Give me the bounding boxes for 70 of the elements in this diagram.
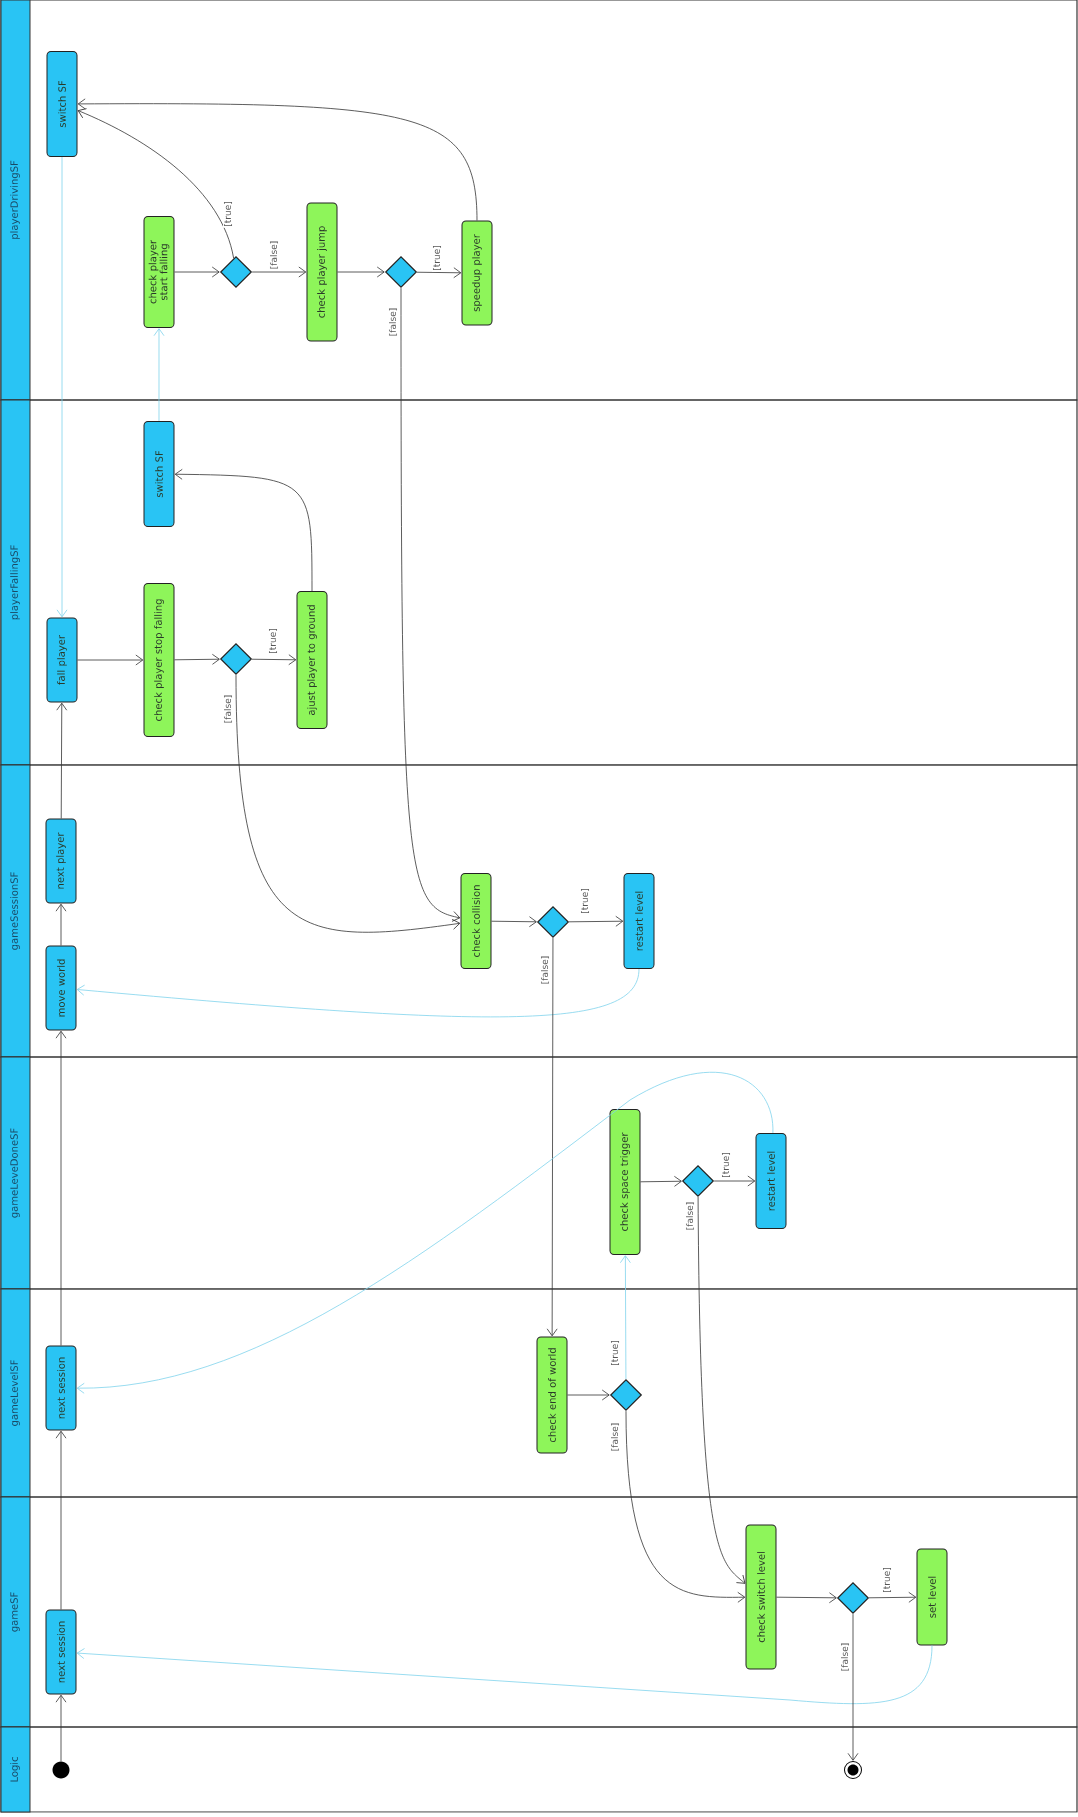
edge-label: [true] bbox=[580, 887, 590, 915]
action-box: check space trigger bbox=[609, 1109, 641, 1255]
arrow bbox=[416, 267, 462, 279]
action-box: fall player bbox=[46, 617, 78, 703]
edge-label: [false] bbox=[540, 954, 550, 986]
edge-label: [false] bbox=[269, 239, 279, 271]
action-box: switch SF bbox=[46, 51, 78, 157]
arrow bbox=[697, 1196, 746, 1584]
action-box: next player bbox=[45, 818, 77, 904]
swimlane: Logic bbox=[0, 1726, 1078, 1813]
edge-label: [false] bbox=[388, 306, 398, 338]
edge-label: [true] bbox=[721, 1151, 731, 1179]
edge-label: [false] bbox=[685, 1200, 695, 1232]
arrow bbox=[251, 266, 307, 278]
arrow bbox=[337, 266, 385, 278]
arrow bbox=[174, 653, 220, 665]
arrow bbox=[55, 1030, 67, 1346]
arrow bbox=[55, 1430, 67, 1610]
arrow bbox=[640, 1175, 682, 1187]
action-box: check player stop falling bbox=[143, 583, 175, 737]
action-box: check end of world bbox=[536, 1336, 568, 1454]
arrow bbox=[77, 98, 478, 221]
arrow bbox=[77, 654, 144, 666]
action-box: switch SF bbox=[143, 421, 175, 527]
action-box: move world bbox=[45, 945, 77, 1031]
arrow bbox=[76, 1071, 774, 1394]
edge-label: [true] bbox=[223, 200, 233, 228]
arrow bbox=[55, 903, 67, 946]
action-box: restart level bbox=[623, 873, 655, 969]
edge-label: [true] bbox=[610, 1339, 620, 1367]
initial-node bbox=[52, 1761, 70, 1779]
arrow bbox=[174, 266, 220, 278]
action-box: next session bbox=[45, 1345, 77, 1431]
edge-label: [false] bbox=[840, 1641, 850, 1673]
arrow bbox=[546, 937, 558, 1337]
edge-label: [false] bbox=[610, 1421, 620, 1453]
arrow bbox=[568, 915, 624, 927]
action-box: check switch level bbox=[745, 1524, 777, 1670]
final-node bbox=[844, 1761, 862, 1779]
arrow bbox=[153, 328, 165, 422]
edge-label: [true] bbox=[432, 244, 442, 272]
action-box: check player jump bbox=[306, 202, 338, 342]
arrow bbox=[76, 968, 640, 1018]
arrow bbox=[56, 156, 68, 618]
arrow bbox=[625, 1410, 746, 1603]
arrow bbox=[174, 468, 313, 592]
arrow bbox=[567, 1389, 610, 1401]
action-box: set level bbox=[916, 1548, 948, 1646]
arrow bbox=[713, 1175, 756, 1187]
action-box: ajust player to ground bbox=[296, 591, 328, 729]
action-box: next session bbox=[45, 1609, 77, 1695]
arrow bbox=[868, 1591, 917, 1603]
action-box: restart level bbox=[755, 1133, 787, 1229]
edge-label: [false] bbox=[223, 693, 233, 725]
edge-label: [true] bbox=[268, 627, 278, 655]
arrow bbox=[847, 1613, 859, 1761]
arrow bbox=[55, 1694, 67, 1762]
action-box: speedup player bbox=[461, 220, 493, 326]
arrow bbox=[235, 674, 461, 933]
action-box: check player start falling bbox=[143, 216, 175, 328]
edge-label: [true] bbox=[882, 1566, 892, 1594]
arrow bbox=[76, 1645, 933, 1705]
arrow bbox=[491, 916, 537, 928]
action-box: check collision bbox=[460, 873, 492, 969]
arrow bbox=[77, 108, 235, 259]
arrow bbox=[620, 1255, 631, 1380]
arrow bbox=[251, 654, 297, 666]
arrow bbox=[56, 702, 68, 819]
arrow bbox=[400, 287, 461, 922]
arrow bbox=[776, 1592, 837, 1604]
